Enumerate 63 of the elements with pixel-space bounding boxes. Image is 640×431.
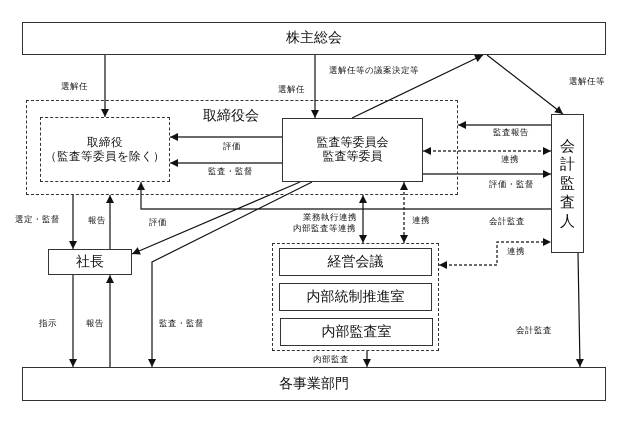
arrow <box>170 133 282 141</box>
arrow <box>486 54 564 114</box>
edge-label: 監査・監督 <box>207 167 254 178</box>
node-text: 経営会議 <box>328 254 384 270</box>
node-text: 会計監査人 <box>560 136 575 230</box>
arrow <box>106 195 114 249</box>
division-box <box>22 367 606 401</box>
edge-label: 会計監査 <box>515 326 553 337</box>
edge-label: 連携 <box>506 247 526 258</box>
edge-label: 評価 <box>222 142 242 153</box>
edge-label: 会計監査 <box>488 217 526 228</box>
edge-label: 報告 <box>85 319 105 330</box>
director-box <box>40 117 170 182</box>
edge-label: 連携 <box>500 155 520 166</box>
arrow <box>576 252 584 368</box>
meeting-box <box>22 22 606 55</box>
president-box <box>48 249 132 275</box>
arrow <box>101 55 109 117</box>
edge-label: 選解任等 <box>568 77 606 88</box>
arrow <box>363 351 371 367</box>
node-text: 監査等委員 <box>322 150 382 164</box>
department-box <box>280 318 433 346</box>
edge-label: 選解任 <box>277 85 306 96</box>
edge-label: 監査・監督 <box>158 319 205 330</box>
board-group <box>26 100 458 195</box>
dashed-arrow <box>400 182 408 243</box>
node-text: 取締役（監査等委員を除く） <box>44 136 166 163</box>
auditor-box <box>551 114 584 253</box>
arrow <box>69 275 77 367</box>
edge-label: 評価・監督 <box>488 180 535 191</box>
arrow <box>170 159 282 167</box>
arrow <box>359 195 367 243</box>
node-text: 内部統制推進室 <box>306 288 404 306</box>
arrow <box>148 181 312 367</box>
arrow <box>137 182 551 210</box>
dashed-arrow <box>423 147 551 155</box>
arrow <box>311 55 319 118</box>
edge-label: 選解任等の議案決定等 <box>328 66 420 77</box>
edge-label: 内部監査 <box>312 355 350 366</box>
dashed-arrow <box>439 238 551 269</box>
node-text: 社長 <box>76 254 104 270</box>
node-text: 各事業部門 <box>279 376 349 392</box>
edge-label: 選定・監督 <box>14 215 61 226</box>
edge-label: 選解任 <box>60 82 89 93</box>
arrow <box>106 275 114 367</box>
edge-label: 評価 <box>148 218 168 229</box>
node-text: 株主総会 <box>286 30 342 47</box>
node-text: 監査等委員会 <box>316 136 388 150</box>
arrow <box>458 121 551 129</box>
arrow <box>423 170 551 178</box>
group-title: 取締役会 <box>203 107 259 125</box>
department-box <box>279 248 432 276</box>
department-box <box>279 283 432 311</box>
committee-box <box>282 118 423 182</box>
edge-label: 指示 <box>38 319 58 330</box>
edge-label: 監査報告 <box>492 128 530 139</box>
edge-label: 報告 <box>87 216 107 227</box>
node-text: 内部監査室 <box>322 324 392 340</box>
arrow <box>132 181 300 255</box>
edge-label: 連携 <box>411 216 431 227</box>
arrow <box>69 195 77 249</box>
department-group <box>272 243 439 351</box>
arrow <box>352 54 484 119</box>
